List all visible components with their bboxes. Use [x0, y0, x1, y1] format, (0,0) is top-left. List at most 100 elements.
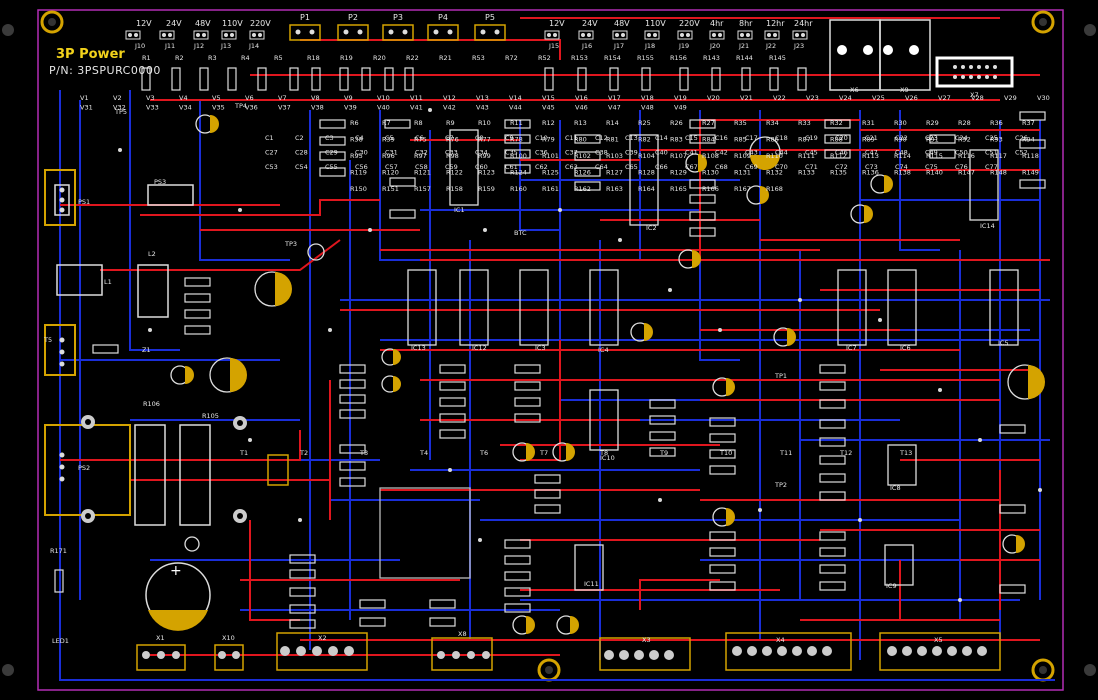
port-label: P5: [485, 13, 495, 22]
top-jumpers-right[interactable]: [544, 30, 808, 40]
capacitor-label: C8: [475, 134, 484, 142]
resistor-label: R14: [606, 119, 619, 127]
resistor-label: R7: [382, 119, 391, 127]
resistor-label: R150: [350, 185, 367, 193]
capacitor-label: C17: [745, 134, 758, 142]
transistor-label: T9: [659, 449, 668, 457]
capacitor-label: C55: [325, 163, 338, 171]
diode-label: V24: [839, 94, 852, 102]
transistor-label: T13: [899, 449, 912, 457]
connector-ps2[interactable]: [44, 415, 131, 523]
board-title: 3P Power: [56, 47, 125, 62]
capacitor-label: C54: [295, 163, 308, 171]
resistor-label: R97: [414, 152, 427, 160]
capacitor-label: C10: [535, 134, 548, 142]
resistor-label: R82: [638, 136, 651, 144]
resistor-label: R100: [510, 152, 527, 160]
resistor-label: R163: [606, 185, 623, 193]
connector-ps1[interactable]: [44, 169, 76, 226]
resistor-label: R13: [574, 119, 587, 127]
top-voltage-label: 12hr: [766, 19, 785, 28]
capacitor-label: C18: [775, 134, 788, 142]
resistor-label: R28: [958, 119, 971, 127]
connector-label: X1: [156, 634, 165, 642]
jumper-label: J18: [644, 42, 655, 50]
connector-label: T5: [43, 336, 52, 344]
resistor-label: R167: [734, 185, 751, 193]
transistor-label: T3: [359, 449, 368, 457]
resistor-label: R115: [926, 152, 943, 160]
resistor-label: R130: [702, 169, 719, 177]
capacitor-label: C52: [1015, 149, 1028, 157]
capacitor-label: C31: [385, 149, 398, 157]
capacitor-label: C26: [1015, 134, 1028, 142]
diode-label: V40: [377, 104, 390, 112]
svg-text:+: +: [170, 563, 182, 579]
resistor-label: R25: [638, 119, 651, 127]
capacitor-label: C60: [475, 163, 488, 171]
resistor-label: R6: [350, 119, 359, 127]
diode-label: V41: [410, 104, 423, 112]
resistor-label: R157: [414, 185, 431, 193]
bottom-connectors[interactable]: [136, 632, 1001, 671]
capacitor-label: C13: [625, 134, 638, 142]
connector-x6[interactable]: [829, 19, 931, 91]
component-label: TP1: [774, 372, 787, 380]
jumper-label: J15: [548, 42, 559, 50]
component-label: TP4: [234, 102, 247, 110]
diode-label: V32: [113, 104, 126, 112]
connector-x7[interactable]: [935, 56, 1014, 88]
ic-label: IC14: [980, 222, 995, 230]
resistor-label: R133: [798, 169, 815, 177]
connector-label: X6: [850, 86, 859, 94]
diode-label: V23: [806, 94, 819, 102]
ic-label: IC7: [846, 344, 857, 352]
part-number: P/N: 3PSPURC0000: [49, 64, 161, 77]
transformer-r106: [134, 424, 166, 526]
diode-label: V31: [80, 104, 93, 112]
capacitor-label: C63: [565, 163, 578, 171]
resistor-label: R99: [478, 152, 491, 160]
top-jumpers-left[interactable]: [125, 30, 265, 40]
resistor-label: R117: [990, 152, 1007, 160]
capacitor-label: C9: [505, 134, 514, 142]
resistor-label: R103: [606, 152, 623, 160]
resistor-label: R36: [990, 119, 1003, 127]
resistor-label: R149: [1022, 169, 1039, 177]
top-voltage-label: 220V: [679, 19, 700, 28]
capacitor-label: C75: [925, 163, 938, 171]
resistor-label: R104: [638, 152, 655, 160]
resistor-label: R144: [736, 54, 753, 62]
resistor-label: R158: [446, 185, 463, 193]
diode-label: V42: [443, 104, 456, 112]
diode-label: V39: [344, 104, 357, 112]
resistor-label: R92: [958, 136, 971, 144]
transformer-r105: [179, 424, 211, 526]
capacitor-label: C70: [775, 163, 788, 171]
top-voltage-label: 12V: [549, 19, 565, 28]
capacitor-label: C73: [865, 163, 878, 171]
diode-label: V8: [311, 94, 320, 102]
transistor-label: T11: [779, 449, 792, 457]
jumper-label: J20: [709, 42, 720, 50]
connector-label: X3: [642, 636, 651, 644]
capacitor-label: C43: [745, 149, 758, 157]
connector-t5[interactable]: [44, 324, 76, 376]
resistor-label: R31: [862, 119, 875, 127]
top-voltage-label: 110V: [645, 19, 666, 28]
capacitor-label: C40: [655, 149, 668, 157]
diode-label: V43: [476, 104, 489, 112]
resistor-label: R145: [769, 54, 786, 62]
resistor-label: R114: [894, 152, 911, 160]
capacitor-label: C27: [265, 149, 278, 157]
capacitor-label: C45: [805, 149, 818, 157]
connector-label: X7: [970, 91, 979, 99]
capacitor-label: C11: [565, 134, 578, 142]
ic-label: IC1: [454, 206, 465, 214]
component-label: BTC: [514, 229, 527, 237]
top-ports[interactable]: [289, 24, 506, 41]
jumper-label: J10: [134, 42, 145, 50]
resistor-label: R136: [862, 169, 879, 177]
capacitor-label: C50: [955, 149, 968, 157]
capacitor-label: C38: [595, 149, 608, 157]
